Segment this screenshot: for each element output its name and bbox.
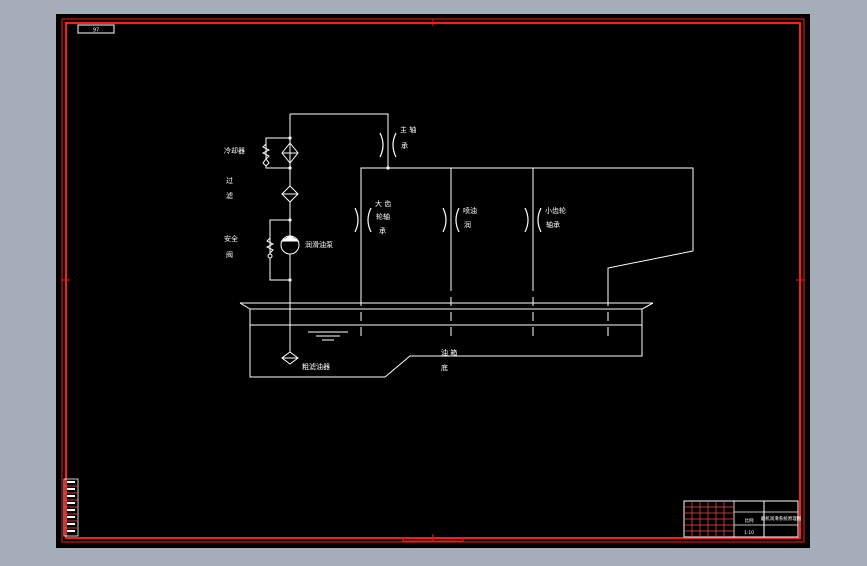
strainer-icon	[281, 351, 299, 365]
junction-dots	[288, 136, 390, 282]
label-pinion-2: 轴承	[546, 220, 560, 229]
label-strainer: 粗滤油器	[302, 362, 330, 371]
label-tank-1: 油 箱	[441, 348, 457, 357]
label-gear-bearing-2: 轮轴	[376, 212, 390, 221]
label-gear-bearing-3: 承	[379, 226, 386, 235]
drawing-title: 磨机润滑系统原理图	[761, 515, 802, 522]
label-relief-2: 阀	[226, 250, 233, 259]
scale-label: 比例	[745, 517, 754, 524]
label-cooler: 冷却器	[224, 146, 245, 155]
pump-icon	[280, 235, 300, 255]
label-spray-1: 喷油	[463, 206, 477, 215]
oil-tank	[239, 302, 654, 378]
revision-strip	[63, 478, 79, 537]
label-tank-2: 底	[441, 363, 448, 372]
scale-value: 1:10	[744, 530, 754, 536]
cooler-valve-icon	[261, 143, 271, 167]
relief-valve-icon	[265, 237, 275, 259]
drawing-sheet	[56, 14, 810, 548]
drawing-frame	[61, 18, 805, 543]
bearing-symbols	[354, 132, 542, 233]
label-gear-bearing-1: 大 齿	[375, 199, 391, 208]
filter-icon	[281, 185, 299, 203]
label-pump: 润滑油泵	[305, 240, 333, 249]
label-filter-1: 过	[226, 176, 233, 185]
relief-bypass	[269, 219, 290, 281]
label-main-bearing-1: 主 轴	[400, 125, 416, 134]
label-relief-1: 安全	[224, 234, 238, 243]
lubrication-schematic	[265, 113, 694, 352]
corner-tag-box	[77, 24, 115, 34]
title-block: 磨机润滑系统原理图 比例 1:10	[683, 500, 802, 538]
label-pinion-1: 小齿轮	[545, 206, 566, 215]
label-filter-2: 滤	[226, 191, 233, 200]
corner-tag: 97	[93, 28, 99, 34]
label-spray-2: 润	[464, 220, 471, 229]
cooler-bypass	[265, 137, 290, 169]
label-main-bearing-2: 承	[401, 141, 408, 150]
cooler-icon	[281, 142, 299, 164]
distribution-header	[360, 167, 694, 300]
main-header-line	[290, 113, 389, 168]
return-lines	[360, 282, 609, 340]
